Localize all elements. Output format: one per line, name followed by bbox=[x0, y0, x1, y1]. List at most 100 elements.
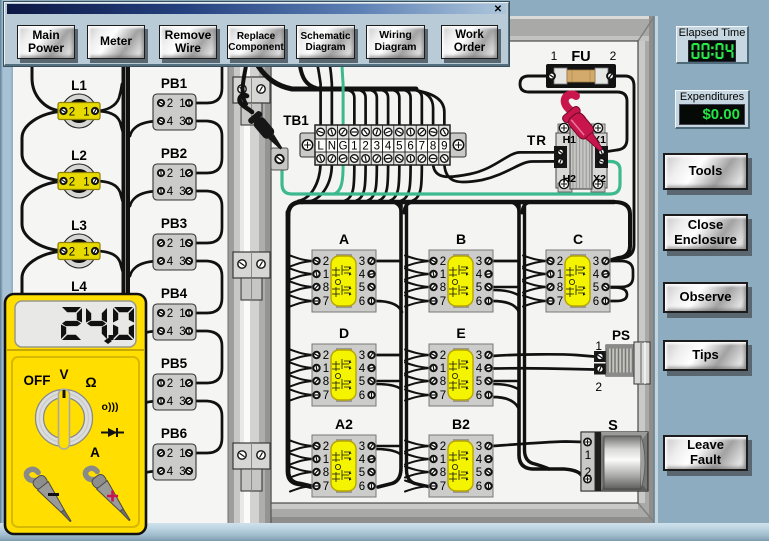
svg-text:1: 1 bbox=[179, 168, 185, 180]
svg-text:4: 4 bbox=[359, 269, 366, 281]
svg-text:PB6: PB6 bbox=[161, 426, 188, 441]
svg-text:4: 4 bbox=[476, 363, 483, 375]
svg-text:2: 2 bbox=[167, 308, 173, 320]
svg-text:C: C bbox=[573, 231, 583, 247]
svg-text:2: 2 bbox=[557, 256, 563, 268]
svg-text:PS: PS bbox=[612, 328, 630, 343]
svg-text:8: 8 bbox=[323, 467, 329, 479]
svg-text:3: 3 bbox=[179, 186, 185, 198]
svg-text:2: 2 bbox=[610, 49, 617, 63]
svg-text:5: 5 bbox=[476, 282, 482, 294]
svg-text:6: 6 bbox=[359, 296, 365, 308]
svg-text:4: 4 bbox=[385, 141, 392, 153]
svg-text:3: 3 bbox=[359, 350, 365, 362]
svg-text:7: 7 bbox=[440, 481, 446, 493]
svg-text:4: 4 bbox=[359, 363, 366, 375]
svg-text:PB1: PB1 bbox=[161, 76, 188, 91]
svg-text:2: 2 bbox=[440, 350, 446, 362]
svg-text:2: 2 bbox=[69, 107, 75, 119]
svg-text:H2: H2 bbox=[563, 173, 577, 185]
svg-text:1: 1 bbox=[351, 141, 357, 153]
svg-text:8: 8 bbox=[323, 376, 329, 388]
svg-text:3: 3 bbox=[179, 396, 185, 408]
svg-text:B: B bbox=[456, 231, 466, 247]
svg-text:5: 5 bbox=[476, 467, 482, 479]
svg-text:4: 4 bbox=[476, 269, 483, 281]
svg-text:1: 1 bbox=[440, 454, 446, 466]
svg-text:2: 2 bbox=[323, 256, 329, 268]
svg-text:H1: H1 bbox=[563, 134, 577, 146]
svg-text:G: G bbox=[339, 141, 348, 153]
svg-text:4: 4 bbox=[167, 256, 174, 268]
svg-text:3: 3 bbox=[374, 141, 380, 153]
svg-text:5: 5 bbox=[396, 141, 402, 153]
svg-text:8: 8 bbox=[430, 141, 436, 153]
svg-text:5: 5 bbox=[359, 467, 365, 479]
svg-text:4: 4 bbox=[167, 116, 174, 128]
svg-text:N: N bbox=[328, 141, 336, 153]
svg-text:7: 7 bbox=[440, 390, 446, 402]
svg-text:PB4: PB4 bbox=[161, 286, 188, 301]
svg-text:o))): o))) bbox=[102, 401, 119, 413]
svg-text:4: 4 bbox=[167, 326, 174, 338]
svg-text:PB2: PB2 bbox=[161, 146, 187, 161]
svg-text:L4: L4 bbox=[71, 279, 87, 294]
svg-text:1: 1 bbox=[595, 339, 602, 353]
svg-text:1: 1 bbox=[179, 238, 185, 250]
svg-text:6: 6 bbox=[476, 296, 482, 308]
svg-text:1: 1 bbox=[83, 177, 89, 189]
svg-text:1: 1 bbox=[551, 49, 558, 63]
svg-text:6: 6 bbox=[359, 481, 365, 493]
svg-text:3: 3 bbox=[179, 466, 185, 478]
svg-text:4: 4 bbox=[167, 186, 174, 198]
svg-text:D: D bbox=[339, 325, 349, 341]
svg-text:1: 1 bbox=[440, 363, 446, 375]
svg-text:4: 4 bbox=[359, 454, 366, 466]
svg-text:6: 6 bbox=[359, 390, 365, 402]
svg-text:S: S bbox=[608, 418, 618, 434]
svg-text:7: 7 bbox=[323, 296, 329, 308]
svg-text:1: 1 bbox=[179, 98, 185, 110]
svg-text:L: L bbox=[317, 141, 324, 153]
svg-text:7: 7 bbox=[419, 141, 425, 153]
svg-text:2: 2 bbox=[440, 441, 446, 453]
svg-text:1: 1 bbox=[323, 454, 329, 466]
svg-text:A: A bbox=[90, 445, 100, 460]
svg-text:3: 3 bbox=[593, 256, 599, 268]
svg-text:A2: A2 bbox=[335, 416, 353, 432]
svg-text:9: 9 bbox=[441, 141, 447, 153]
svg-text:4: 4 bbox=[167, 466, 174, 478]
svg-text:2: 2 bbox=[440, 256, 446, 268]
svg-text:5: 5 bbox=[359, 376, 365, 388]
svg-text:2: 2 bbox=[323, 350, 329, 362]
svg-text:L3: L3 bbox=[71, 218, 87, 233]
svg-text:7: 7 bbox=[557, 296, 563, 308]
svg-text:1: 1 bbox=[83, 247, 89, 259]
svg-text:2: 2 bbox=[167, 378, 173, 390]
svg-text:4: 4 bbox=[476, 454, 483, 466]
svg-text:1: 1 bbox=[585, 448, 592, 462]
svg-text:TB1: TB1 bbox=[283, 113, 309, 128]
svg-text:7: 7 bbox=[323, 481, 329, 493]
svg-text:A: A bbox=[339, 231, 349, 247]
svg-text:OFF: OFF bbox=[24, 373, 51, 388]
svg-text:3: 3 bbox=[179, 256, 185, 268]
svg-text:PB5: PB5 bbox=[161, 356, 188, 371]
svg-text:6: 6 bbox=[407, 141, 413, 153]
svg-text:V: V bbox=[59, 367, 68, 382]
svg-text:TR: TR bbox=[527, 133, 547, 148]
svg-text:1: 1 bbox=[557, 269, 563, 281]
svg-text:8: 8 bbox=[440, 376, 446, 388]
svg-text:2: 2 bbox=[323, 441, 329, 453]
svg-text:Ω: Ω bbox=[85, 374, 96, 390]
svg-text:1: 1 bbox=[83, 107, 89, 119]
svg-text:6: 6 bbox=[476, 481, 482, 493]
svg-text:PB3: PB3 bbox=[161, 216, 188, 231]
svg-text:8: 8 bbox=[323, 282, 329, 294]
svg-text:8: 8 bbox=[440, 467, 446, 479]
svg-text:2: 2 bbox=[69, 247, 75, 259]
svg-text:1: 1 bbox=[323, 363, 329, 375]
svg-text:7: 7 bbox=[323, 390, 329, 402]
svg-text:7: 7 bbox=[440, 296, 446, 308]
svg-text:5: 5 bbox=[359, 282, 365, 294]
